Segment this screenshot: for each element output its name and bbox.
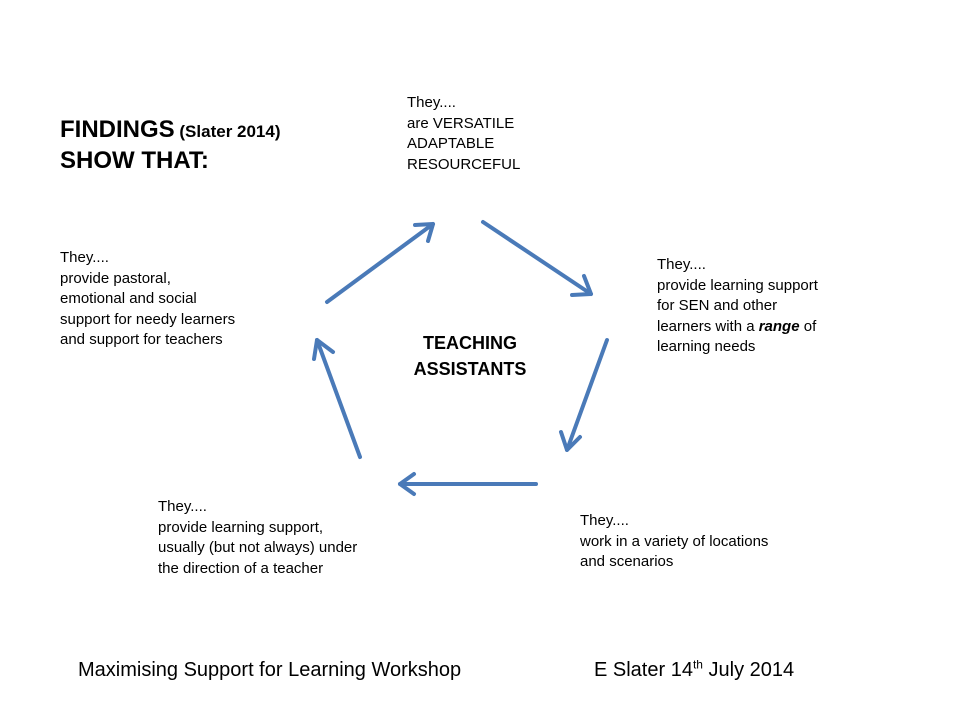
footer-author-date: E Slater 14th July 2014	[594, 656, 794, 684]
node-left-line: and support for teachers	[60, 331, 223, 348]
footer-ordinal: th	[692, 657, 703, 672]
arrowhead-bottom-right-to-bottom-left	[398, 472, 416, 496]
node-right-emphasis: range	[758, 317, 800, 335]
title-findings: FINDINGS	[60, 116, 175, 143]
arrowhead-top-to-right	[570, 274, 593, 297]
node-bottom-left-line: the direction of a teacher	[158, 559, 324, 577]
title-show-that: SHOW THAT:	[60, 147, 209, 174]
node-bottom-left-line: usually (but not always) under	[158, 539, 358, 556]
node-bottom-right-line: work in a variety of locations	[580, 532, 769, 550]
node-right-line: learning needs	[657, 338, 756, 355]
node-learning-support-sen: They.... provide learning support for SE…	[657, 255, 818, 358]
node-right-text: learners with a	[657, 317, 759, 335]
arrowhead-right-to-bottom-right	[559, 430, 582, 452]
node-right-text: of	[799, 317, 817, 335]
node-top-line: ADAPTABLE	[407, 135, 495, 152]
node-left-line: emotional and social	[60, 290, 197, 307]
node-versatile: They.... are VERSATILE ADAPTABLE RESOURC…	[407, 93, 520, 175]
node-top-line: They....	[407, 94, 456, 111]
node-bottom-left-line: They....	[158, 498, 207, 515]
arrow-bottom-left-to-left	[315, 338, 362, 459]
node-top-line: RESOURCEFUL	[407, 155, 521, 173]
node-variety-locations: They.... work in a variety of locations …	[580, 511, 768, 573]
node-bottom-right-line: and scenarios	[580, 553, 674, 570]
node-top-line: are VERSATILE	[407, 114, 515, 132]
center-label-line: ASSISTANTS	[413, 359, 527, 379]
arrow-top-to-right	[481, 220, 593, 296]
footer-date: July 2014	[702, 659, 795, 681]
node-direction-of-teacher: They.... provide learning support, usual…	[158, 497, 357, 579]
node-pastoral-support: They.... provide pastoral, emotional and…	[60, 248, 235, 351]
footer-author: E Slater 14	[594, 659, 693, 681]
node-left-line: support for needy learners	[60, 310, 236, 328]
node-bottom-right-line: They....	[580, 512, 629, 529]
title-citation: (Slater 2014)	[174, 122, 281, 141]
page-title: FINDINGS (Slater 2014) SHOW THAT:	[60, 115, 281, 175]
arrowhead-bottom-left-to-left	[312, 338, 335, 361]
node-right-line: provide learning support	[657, 276, 818, 294]
center-label-teaching-assistants: TEACHING ASSISTANTS	[370, 330, 570, 382]
arrow-left-to-top	[325, 222, 435, 304]
node-right-line: for SEN and other	[657, 297, 778, 314]
center-label-line: TEACHING	[423, 333, 517, 353]
node-left-line: provide pastoral,	[60, 269, 171, 287]
node-left-line: They....	[60, 249, 109, 266]
arrow-right-to-bottom-right	[565, 338, 609, 452]
node-bottom-left-line: provide learning support,	[158, 518, 324, 536]
arrowhead-left-to-top	[413, 222, 435, 243]
footer-workshop-title: Maximising Support for Learning Workshop	[78, 659, 462, 681]
node-right-line: learners with a range of	[657, 317, 818, 338]
node-right-line: They....	[657, 256, 706, 273]
